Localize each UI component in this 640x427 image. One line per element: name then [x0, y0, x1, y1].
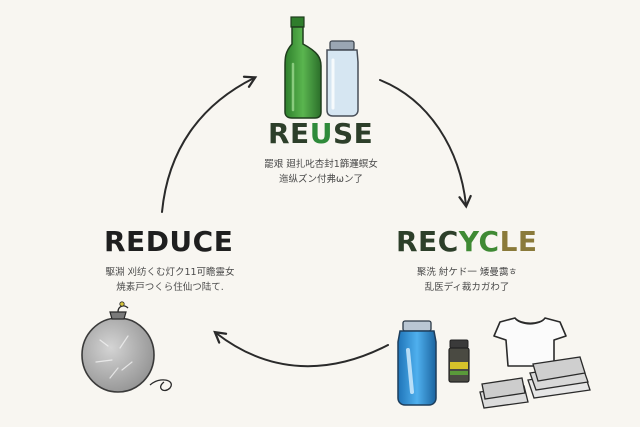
t-shirt-icon	[493, 317, 567, 367]
recycle-label-part-2: YC	[458, 225, 500, 258]
reduce-desc-line-2: 焼素戸つくら住仙つ陆て.	[116, 282, 224, 293]
arrow-recycle-to-reduce	[213, 330, 389, 368]
reduce-label-text: REDUCE	[104, 225, 234, 258]
recycle-desc-line-1: 聚洗 紂ケド一 矮曼靄ㅎ	[416, 267, 518, 278]
paper-stack-icon	[479, 356, 591, 409]
recycle-description: 聚洗 紂ケド一 矮曼靄ㅎ 乱医ディ裁カガわ了	[372, 265, 562, 295]
arrow-reduce-to-reuse	[161, 75, 258, 213]
reuse-description: 罷艰 廻扎叱杏封1篩邏螟女 迤纵ズン付弗ωン了	[226, 157, 416, 187]
reuse-label: REUSE	[268, 117, 373, 150]
reuse-label-part-2: U	[309, 117, 333, 150]
reuse-desc-line-2: 迤纵ズン付弗ωン了	[279, 174, 363, 185]
plastic-bottle-icon	[397, 320, 437, 406]
green-bottle-icon	[284, 16, 322, 119]
recycle-label-part-3: LE	[499, 225, 538, 258]
reuse-desc-line-1: 罷艰 廻扎叱杏封1篩邏螟女	[264, 159, 378, 170]
reuse-label-part-3: SE	[332, 117, 374, 150]
reduce-description: 駆淵 刈纺くむ灯ク11可瞻靈女 焼素戸つくら住仙つ陆て.	[70, 265, 270, 295]
garbage-bag-icon	[81, 301, 172, 393]
recycle-label: RECYCLE	[396, 225, 538, 258]
glass-jar-icon	[326, 40, 359, 117]
recycle-label-part-1: REC	[396, 225, 459, 258]
reduce-desc-line-1: 駆淵 刈纺くむ灯ク11可瞻靈女	[105, 267, 235, 278]
small-jar-icon	[448, 339, 470, 383]
reduce-label: REDUCE	[104, 225, 233, 258]
arrow-reuse-to-recycle	[379, 79, 472, 209]
recycle-desc-line-2: 乱医ディ裁カガわ了	[424, 282, 510, 293]
reuse-label-part-1: RE	[268, 117, 310, 150]
